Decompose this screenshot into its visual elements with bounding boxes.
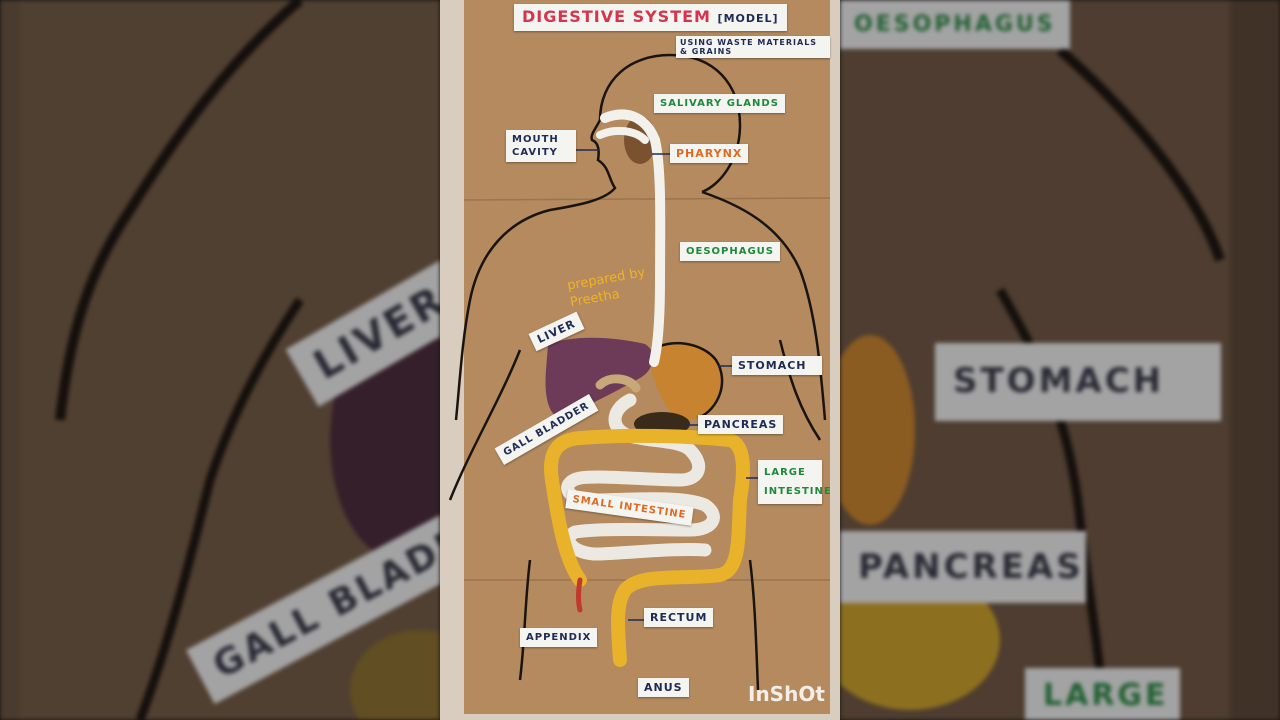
poster-title: DIGESTIVE SYSTEM [MODEL]: [514, 4, 787, 31]
label-anus: ANUS: [638, 678, 689, 697]
label-pancreas: PANCREAS: [698, 415, 784, 434]
oesophagus-rope: [600, 109, 666, 367]
blurred-label-pancreas: PANCREAS: [840, 531, 1086, 603]
liver-shape: [545, 337, 653, 418]
board-fold-line: [463, 197, 831, 201]
blurred-background-right: OESOPHAGUS STOMACH PANCREAS LARGE: [840, 0, 1280, 720]
title-tag: [MODEL]: [717, 12, 779, 25]
label-salivary-glands: SALIVARY GLANDS: [654, 94, 785, 113]
blurred-background-left: LIVER GALL BLADDE: [0, 0, 440, 720]
stomach-shape: [650, 343, 723, 420]
blurred-label-stomach: STOMACH: [935, 343, 1221, 421]
gall-bladder-shape: [595, 374, 641, 393]
label-appendix: APPENDIX: [520, 628, 598, 647]
label-stomach: STOMACH: [732, 356, 822, 375]
label-oesophagus: OESOPHAGUS: [680, 242, 781, 261]
model-photo: prepared by Preetha DIGESTIVE SYSTEM [MO…: [440, 0, 840, 720]
title-text: DIGESTIVE SYSTEM: [522, 7, 711, 26]
blurred-label-oesophagus: OESOPHAGUS: [840, 0, 1070, 49]
label-pharynx: PHARYNX: [670, 144, 749, 163]
model-board: [440, 0, 840, 720]
label-mouth-cavity: MOUTH CAVITY: [506, 130, 576, 162]
appendix-shape: [576, 577, 583, 613]
inshot-watermark: InShOt: [748, 682, 825, 706]
blurred-label-large: LARGE: [1025, 668, 1180, 720]
poster-subtitle: USING WASTE MATERIALS & GRAINS: [676, 36, 830, 58]
large-intestine-rope: [544, 428, 750, 667]
label-rectum: RECTUM: [644, 608, 714, 627]
label-large-intestine: LARGE INTESTINE: [758, 460, 831, 504]
